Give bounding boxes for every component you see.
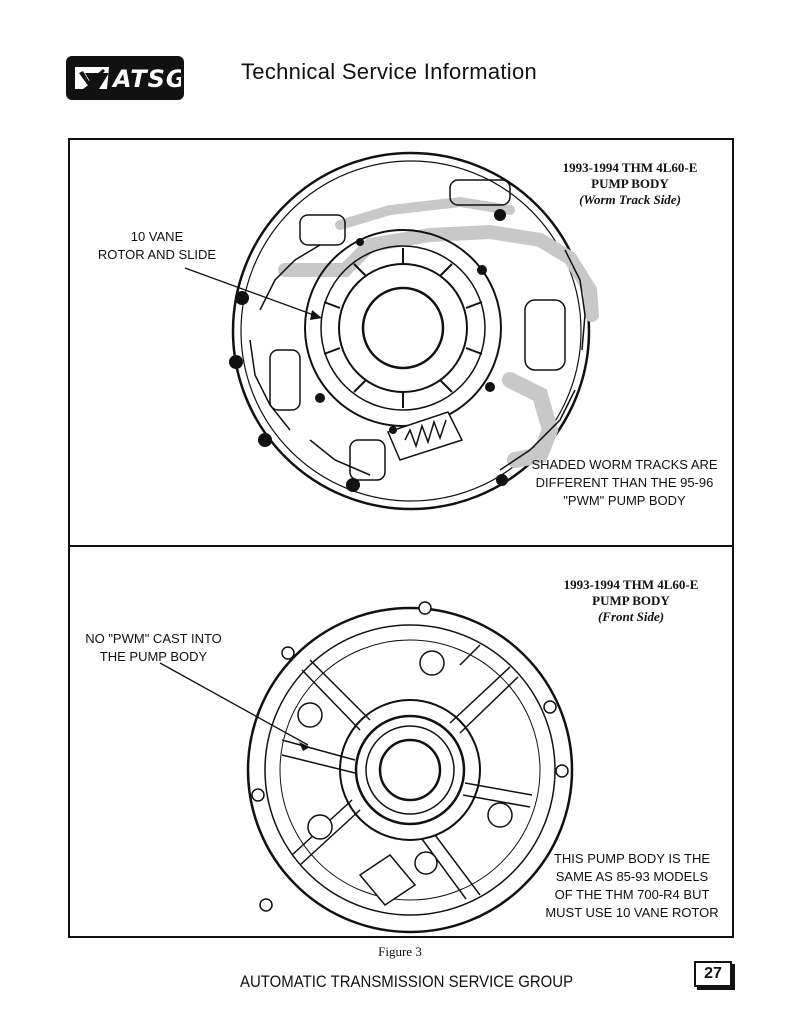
checkmark-icon [75,67,109,89]
same-as-700r4-callout: THIS PUMP BODY IS THE SAME AS 85-93 MODE… [545,851,719,920]
figure-caption: Figure 3 [378,944,422,959]
atsg-logo: ATSG [66,56,184,100]
figure-frame: 1993-1994 THM 4L60-E PUMP BODY (Worm Tra… [68,138,734,938]
no-pwm-callout: NO "PWM" CAST INTO THE PUMP BODY [85,631,222,664]
pump-body-worm-track-drawing [184,151,599,511]
rotor-slide-callout: 10 VANE ROTOR AND SLIDE [97,229,217,262]
logo-text: ATSG [113,65,184,93]
front-side-panel: 1993-1994 THM 4L60-E PUMP BODY (Front Si… [70,545,732,936]
shaded-tracks-callout: SHADED WORM TRACKS ARE DIFFERENT THAN TH… [531,457,718,508]
pump-body-front-drawing [159,601,574,934]
front-side-caption: 1993-1994 THM 4L60-E PUMP BODY (Front Si… [563,577,699,624]
page-number: 27 [694,961,732,987]
page-title: Technical Service Information [241,59,538,84]
footer-text: AUTOMATIC TRANSMISSION SERVICE GROUP [240,972,574,991]
worm-track-caption: 1993-1994 THM 4L60-E PUMP BODY (Worm Tra… [562,160,698,207]
worm-track-panel: 1993-1994 THM 4L60-E PUMP BODY (Worm Tra… [70,140,732,547]
